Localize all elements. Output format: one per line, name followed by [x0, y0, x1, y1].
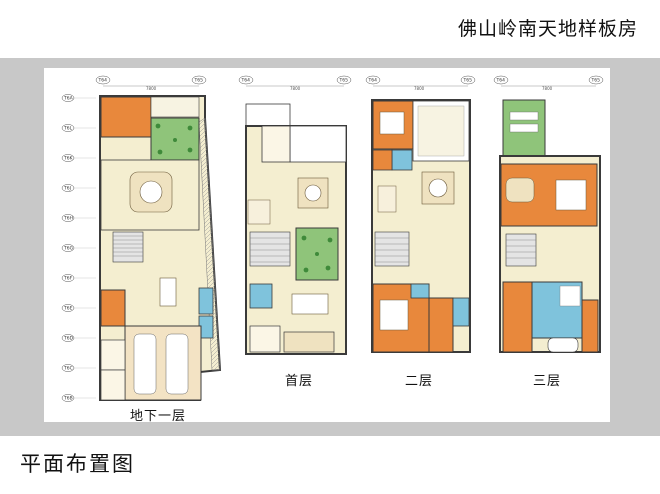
axis-label: T6C	[63, 366, 73, 372]
plan-basement: T64 T65 7800 T6A T6L T6K T6J T6H T6G T6F T6E T6D…	[61, 75, 222, 402]
axis-bubble: T64	[365, 75, 381, 85]
axis-label: T6E	[63, 306, 73, 312]
axis-label: T65	[194, 78, 204, 84]
axis-bubble: T64	[493, 75, 509, 85]
axis-bubble-left: T6C	[61, 364, 96, 372]
axis-bubble: T64	[238, 75, 254, 85]
plan-third-floor: T64 T65 7800	[493, 75, 604, 353]
axis-label: T64	[241, 78, 251, 84]
dimension-label: 7800	[414, 86, 425, 91]
axis-bubble-left: T6A	[61, 94, 96, 102]
axis-bubble-left: T6E	[61, 304, 96, 312]
dimension-label: 7800	[542, 86, 553, 91]
axis-label: T6A	[63, 96, 74, 102]
axis-bubble: T64	[95, 75, 111, 85]
axis-label: T6K	[63, 156, 74, 162]
axis-label: T6B	[63, 396, 73, 402]
axis-label: T65	[339, 78, 349, 84]
axis-bubble-left: T6L	[61, 124, 96, 132]
axis-bubble: T65	[336, 75, 352, 85]
axis-bubble-left: T6B	[61, 394, 96, 402]
axis-bubble-left: T6H	[61, 214, 96, 222]
axis-label: T6H	[63, 216, 73, 222]
page-title: 佛山岭南天地样板房	[457, 18, 638, 40]
axis-label: T65	[463, 78, 473, 84]
axis-label: T6F	[63, 276, 73, 282]
axis-label: T6J	[63, 186, 71, 192]
plan-first-floor: T64 T65 7800	[238, 75, 352, 355]
left-axis-column: T6A T6L T6K T6J T6H T6G T6F T6E T6D T6C T6B	[61, 94, 96, 402]
dimension-label: 7800	[146, 86, 157, 91]
axis-label: T64	[98, 78, 108, 84]
axis-label: T6G	[63, 246, 74, 252]
axis-bubble-left: T6K	[61, 154, 96, 162]
axis-bubble-left: T6J	[61, 184, 96, 192]
dimension-label: 7800	[290, 86, 301, 91]
floor-label-third: 三层	[533, 374, 562, 389]
axis-bubble-left: T6D	[61, 334, 96, 342]
axis-label: T6D	[63, 336, 74, 342]
axis-bubble-left: T6F	[61, 274, 96, 282]
axis-bubble-left: T6G	[61, 244, 96, 252]
axis-bubble: T65	[588, 75, 604, 85]
axis-bubble: T65	[460, 75, 476, 85]
axis-label: T6L	[63, 126, 73, 132]
floor-label-second: 二层	[405, 374, 434, 389]
axis-label: T64	[496, 78, 506, 84]
floor-label-first: 首层	[285, 374, 314, 389]
axis-bubble: T65	[191, 75, 207, 85]
plan-second-floor: T64 T65 7800	[365, 75, 476, 353]
axis-label: T65	[591, 78, 601, 84]
floor-label-basement: 地下一层	[130, 409, 187, 424]
footer-title: 平面布置图	[20, 452, 135, 476]
axis-label: T64	[368, 78, 378, 84]
